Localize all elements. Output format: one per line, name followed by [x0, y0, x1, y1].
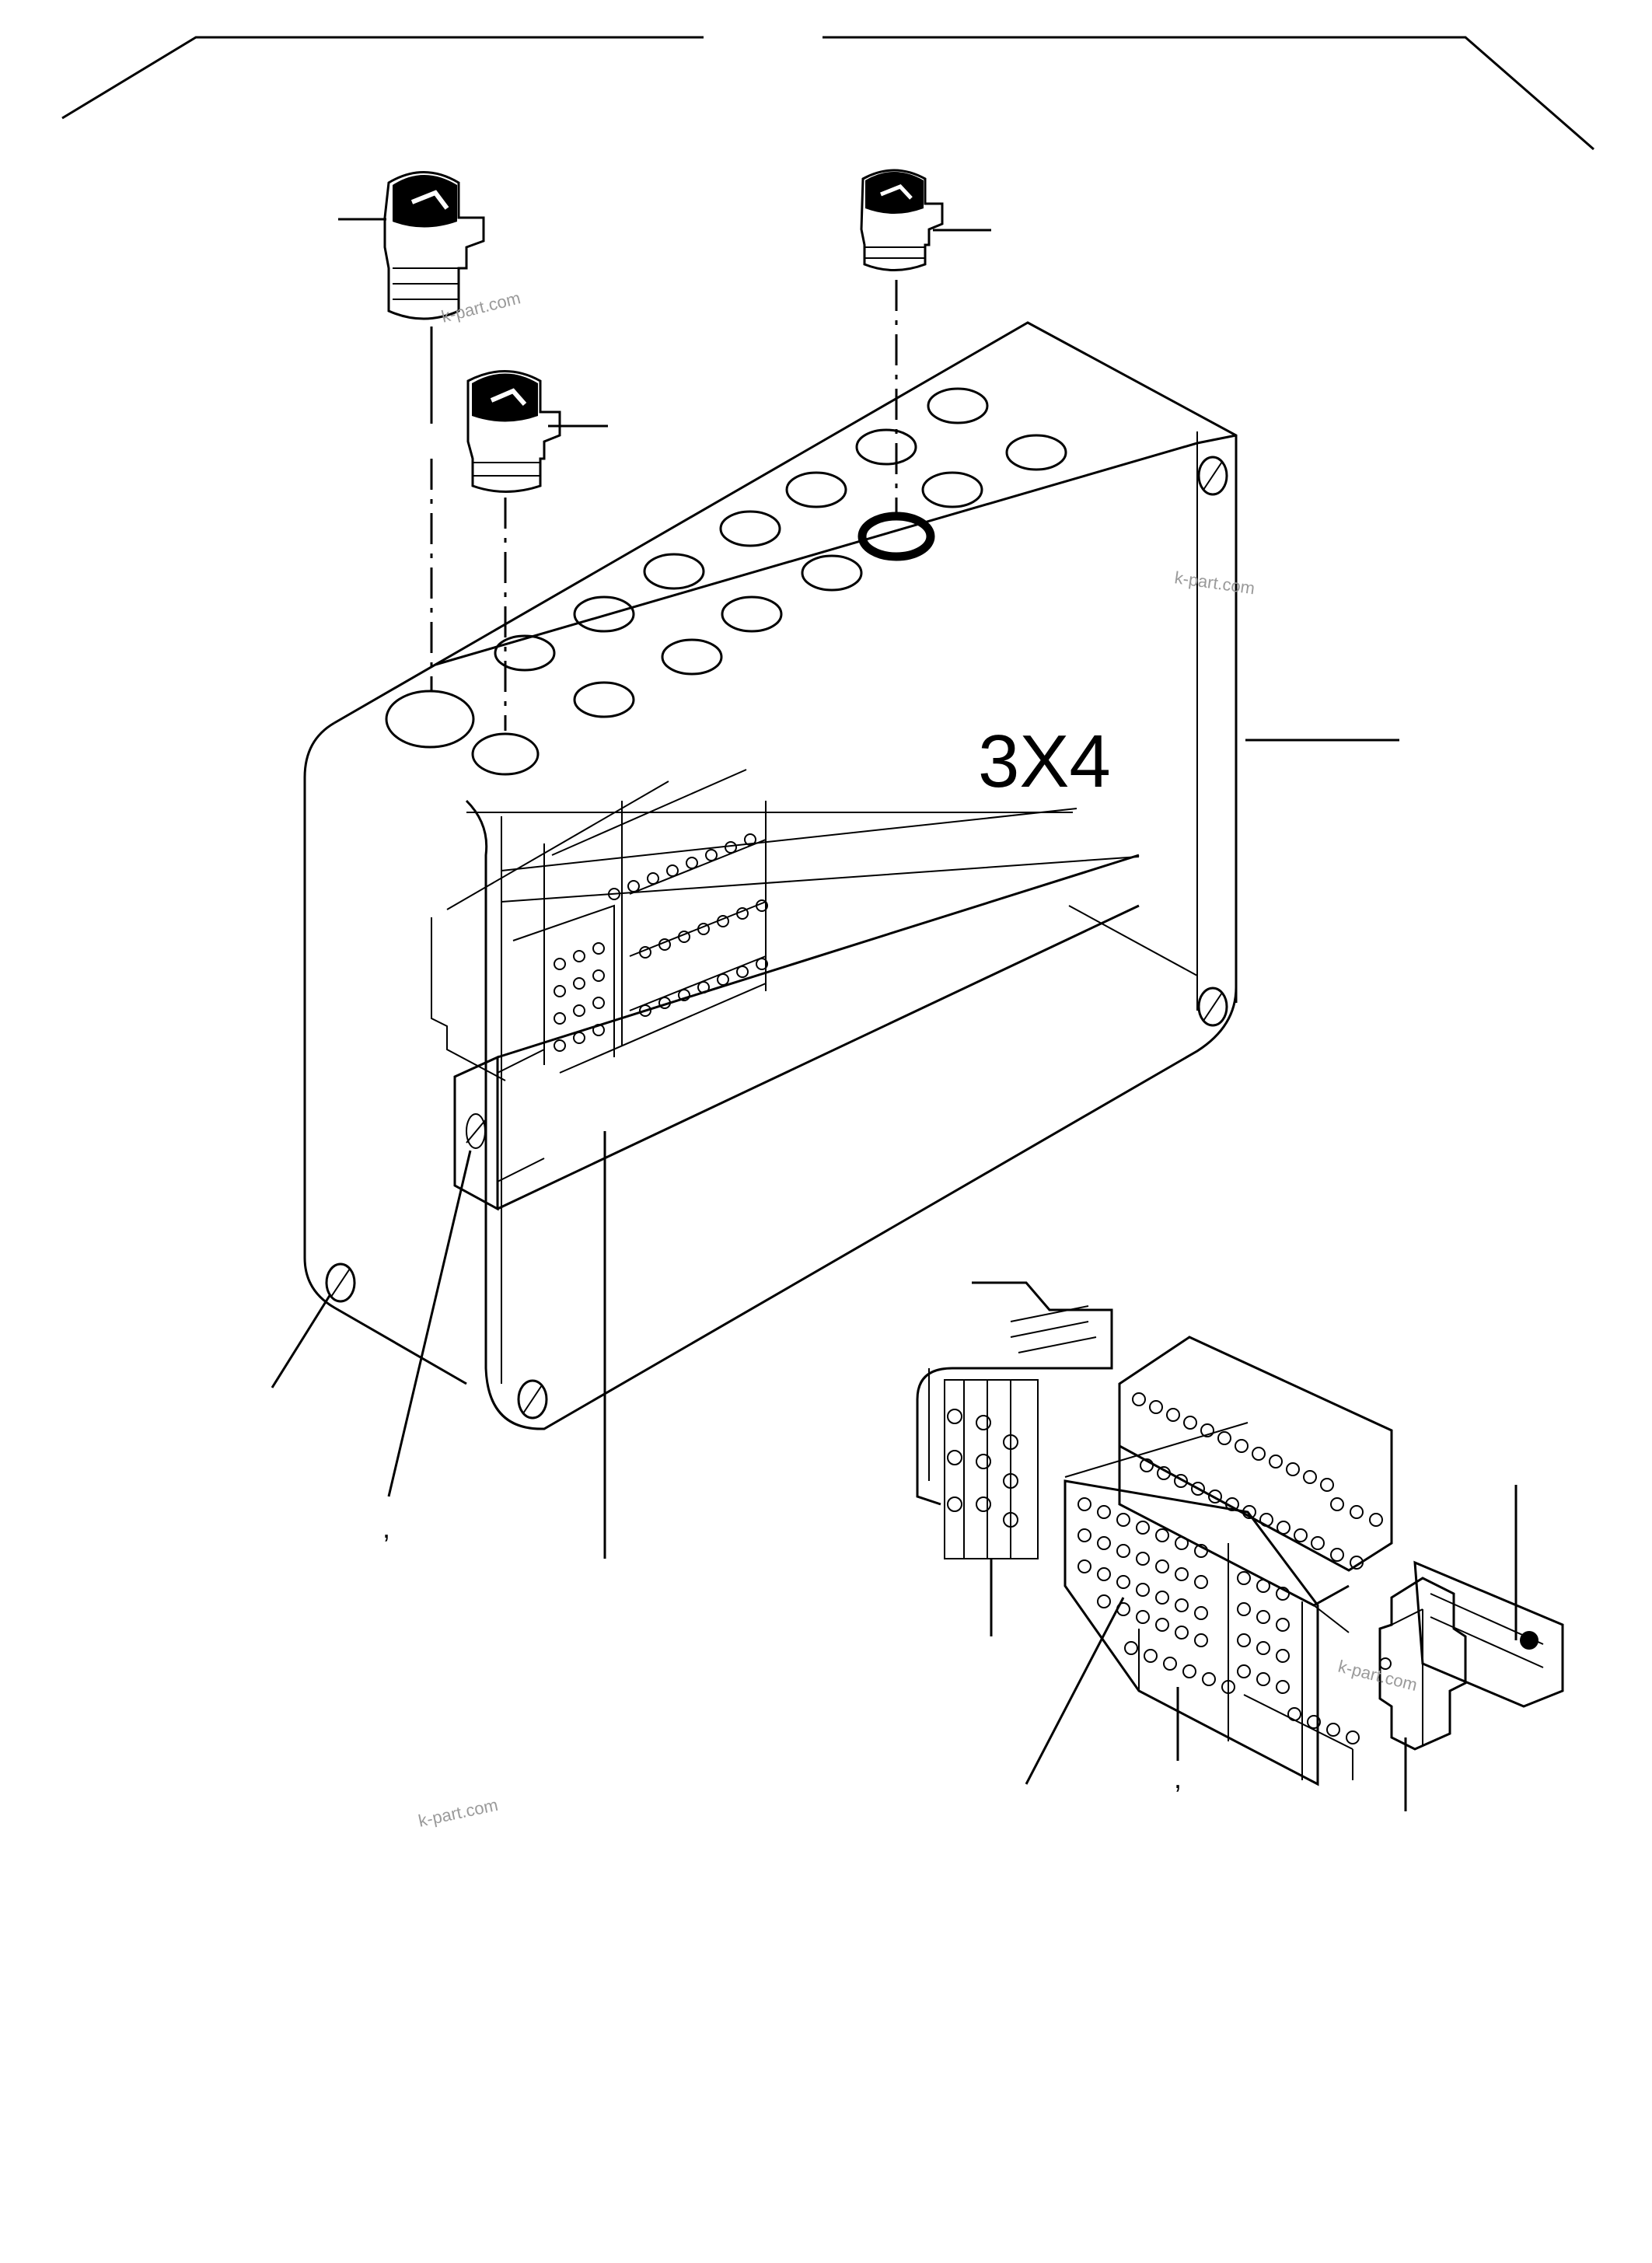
din-rail-icon: [1378, 1560, 1564, 1751]
leader-lines: [271, 739, 1399, 1559]
leader-lines: [990, 1485, 1518, 1811]
wiring-duct: [453, 854, 1140, 1211]
callout-mark-right: ,: [1174, 1762, 1182, 1794]
terminal-block-icon: [431, 769, 768, 1081]
cable-gland-icon: [338, 171, 485, 692]
frame-top: [61, 36, 1594, 151]
cable-gland-icon: [466, 370, 608, 731]
enclosure-box: [303, 321, 1238, 1430]
watermark: k-part.com: [1173, 567, 1256, 598]
watermark: k-part.com: [1336, 1657, 1420, 1695]
watermark: k-part.com: [439, 288, 522, 326]
entry-holes: [385, 387, 1067, 776]
watermark: k-part.com: [417, 1795, 500, 1831]
designation-label: 3X4: [978, 720, 1111, 803]
cable-gland-icon: [860, 169, 991, 517]
terminal-assembly: [916, 1281, 1393, 1786]
callout-mark-left: ,: [382, 1512, 390, 1544]
